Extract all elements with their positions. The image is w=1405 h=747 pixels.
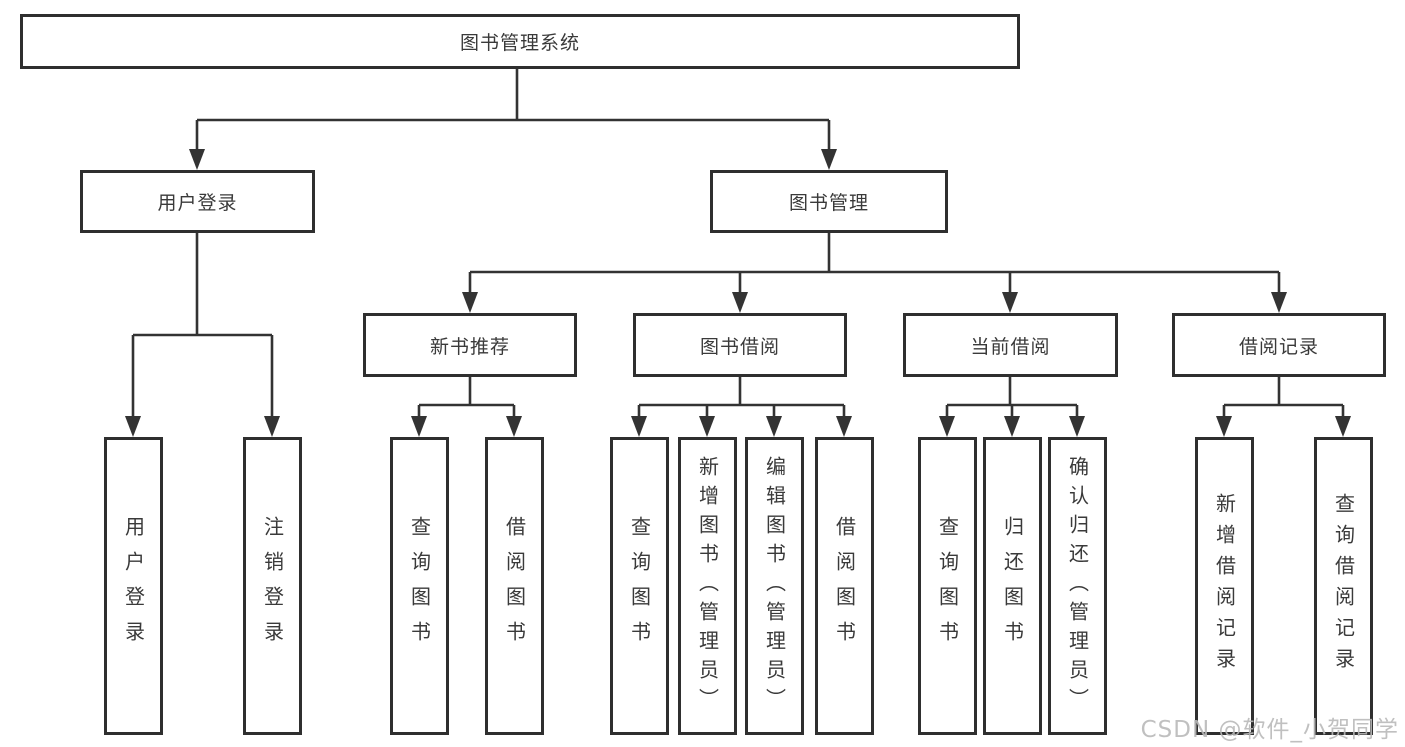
node-label: 图书借阅 xyxy=(699,335,780,358)
leaf-add-borrow-record: 新增借阅记录 xyxy=(1195,437,1254,735)
node-label: 新增借阅记录 xyxy=(1212,493,1237,679)
node-label: 查询图书 xyxy=(407,516,432,656)
node-borrow-records: 借阅记录 xyxy=(1172,313,1386,377)
node-label: 查询图书 xyxy=(935,516,960,656)
leaf-edit-books-admin: 编辑图书（管理员） xyxy=(745,437,804,735)
node-label: 借阅图书 xyxy=(832,516,857,656)
node-label: 借阅记录 xyxy=(1238,335,1319,358)
leaf-confirm-return-admin: 确认归还（管理员） xyxy=(1048,437,1107,735)
node-label: 图书管理系统 xyxy=(459,32,580,54)
node-label: 用户登录 xyxy=(121,516,146,656)
leaf-borrow-books-1: 借阅图书 xyxy=(485,437,544,735)
node-label: 当前借阅 xyxy=(970,335,1051,358)
leaf-query-books-3: 查询图书 xyxy=(918,437,977,735)
node-label: 图书管理 xyxy=(788,192,869,214)
node-label: 编辑图书（管理员） xyxy=(762,455,787,717)
node-label: 归还图书 xyxy=(1000,516,1025,656)
node-label: 借阅图书 xyxy=(502,516,527,656)
node-book-management: 图书管理 xyxy=(710,170,948,233)
leaf-user-login: 用户登录 xyxy=(104,437,163,735)
leaf-query-books-2: 查询图书 xyxy=(610,437,669,735)
leaf-query-books-1: 查询图书 xyxy=(390,437,449,735)
leaf-logout: 注销登录 xyxy=(243,437,302,735)
leaf-borrow-books-2: 借阅图书 xyxy=(815,437,874,735)
node-current-borrow: 当前借阅 xyxy=(903,313,1118,377)
leaf-add-books-admin: 新增图书（管理员） xyxy=(678,437,737,735)
node-new-book-recommend: 新书推荐 xyxy=(363,313,577,377)
node-label: 确认归还（管理员） xyxy=(1065,455,1090,717)
csdn-watermark: CSDN @软件_小贺同学 xyxy=(1140,717,1399,743)
node-label: 查询借阅记录 xyxy=(1331,493,1356,679)
leaf-query-borrow-record: 查询借阅记录 xyxy=(1314,437,1373,735)
leaf-return-books: 归还图书 xyxy=(983,437,1042,735)
node-label: 新书推荐 xyxy=(429,335,510,358)
node-root: 图书管理系统 xyxy=(20,14,1020,69)
node-label: 查询图书 xyxy=(627,516,652,656)
node-label: 新增图书（管理员） xyxy=(695,455,720,717)
node-user-login: 用户登录 xyxy=(80,170,315,233)
node-book-borrow: 图书借阅 xyxy=(633,313,847,377)
node-label: 注销登录 xyxy=(260,516,285,656)
node-label: 用户登录 xyxy=(157,192,238,214)
